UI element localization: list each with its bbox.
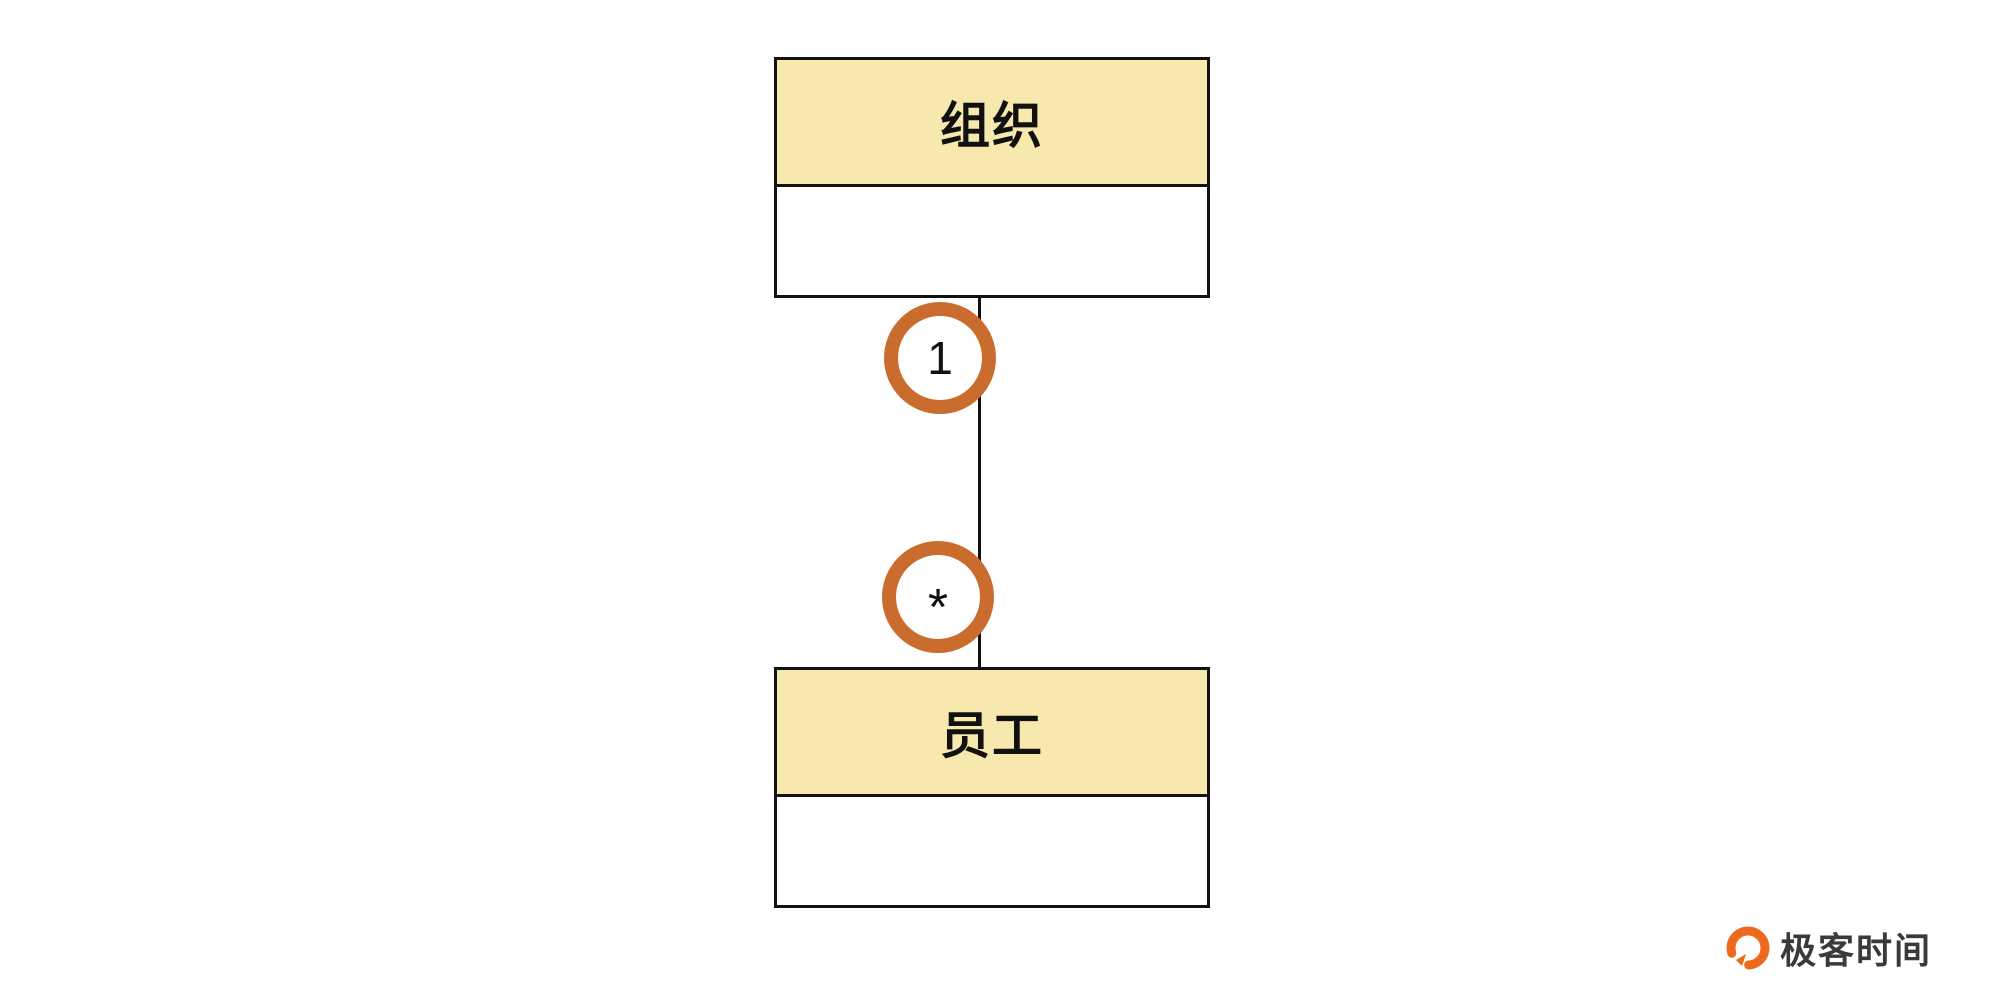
multiplicity-many-highlight-ring: *	[882, 541, 994, 653]
class-box-organization: 组织	[774, 57, 1210, 298]
class-attributes-organization-empty	[777, 187, 1207, 295]
class-name-employee: 员工	[777, 670, 1207, 797]
brand-name: 极客时间	[1779, 930, 1932, 971]
multiplicity-one-highlight-ring: 1	[884, 302, 996, 414]
multiplicity-many-label: *	[927, 578, 949, 637]
class-box-employee: 员工	[774, 667, 1210, 908]
multiplicity-one-label: 1	[927, 332, 953, 384]
class-name-organization: 组织	[777, 60, 1207, 187]
brand-watermark: 极客时间	[1726, 922, 1932, 974]
class-attributes-employee-empty	[777, 797, 1207, 905]
geektime-logo-icon	[1726, 926, 1770, 970]
association-line	[978, 295, 981, 667]
